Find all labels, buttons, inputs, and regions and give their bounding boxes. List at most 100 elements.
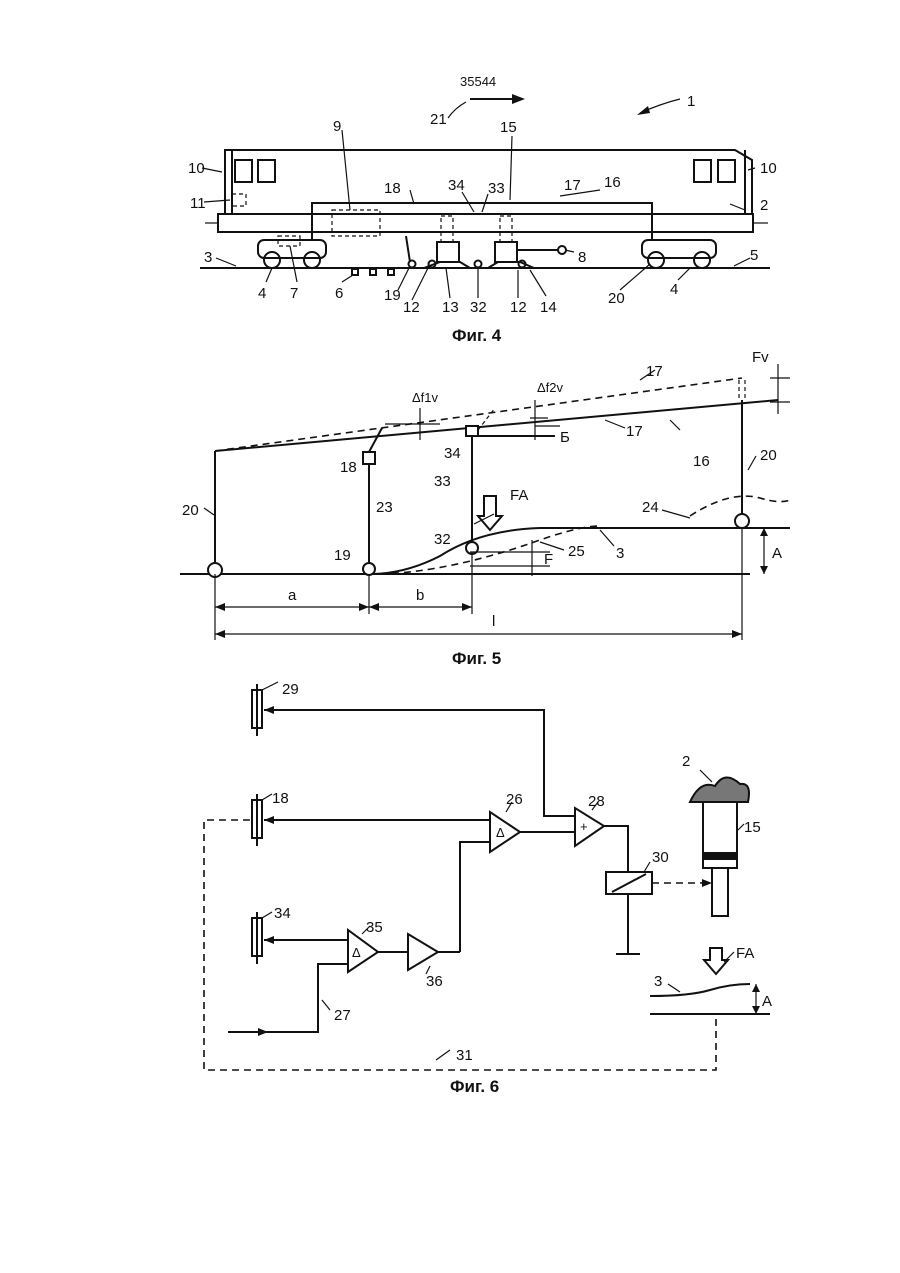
leader-20-right (748, 456, 756, 470)
fig5-label-ell: l (492, 613, 495, 630)
fig6-label-35: 35 (366, 919, 383, 936)
sensor-34 (466, 426, 478, 436)
a-arrow-bottom (752, 1006, 760, 1014)
wheel-left-1 (264, 252, 280, 268)
leader-31 (436, 1050, 450, 1060)
dim-arrow-3 (369, 603, 379, 611)
a-arrow-top (760, 528, 768, 536)
fig4-label-7: 7 (290, 285, 298, 302)
fig5-label-33: 33 (434, 473, 451, 490)
fig5-label-34: 34 (444, 445, 461, 462)
leader-fa (724, 952, 734, 962)
leader-10-left (202, 168, 222, 172)
fig5-label-3: 3 (616, 545, 624, 562)
window-left-1 (235, 160, 252, 182)
fig5-label-df1v: Δf1v (412, 390, 439, 405)
fig5-label-fv: Fv (752, 349, 769, 366)
fig5-caption: Фиг. 5 (452, 649, 501, 668)
comparator-26-symbol: Δ (496, 825, 505, 840)
sleeper-6b (370, 269, 376, 275)
leader-21 (448, 102, 466, 118)
hydraulic-arrow (702, 879, 712, 887)
fig5-label-a-big: A (772, 545, 782, 562)
fig6-control-circuit: 29 18 34 26 28 2 15 30 35 36 27 31 3 FA … (204, 681, 772, 1096)
roller-right (735, 514, 749, 528)
leader-18 (262, 794, 272, 800)
wire-28-to-30 (604, 826, 628, 872)
fig4-label-8: 8 (578, 249, 586, 266)
fig5-label-25: 25 (568, 543, 585, 560)
fig4-caption: Фиг. 4 (452, 326, 502, 345)
bogie-right (642, 240, 716, 258)
wire-27-input (228, 964, 348, 1032)
comparator-26 (490, 812, 520, 852)
dim-arrow-1 (215, 603, 225, 611)
fig5-label-fa: FA (510, 487, 528, 504)
window-left-2 (258, 160, 275, 182)
device-11 (232, 194, 246, 206)
leader-3 (216, 258, 236, 266)
leader-18 (410, 190, 414, 204)
a-arrow-top (752, 984, 760, 992)
fig4-label-4-left: 4 (258, 285, 266, 302)
leader-14 (530, 270, 546, 296)
leader-4-left (266, 268, 272, 282)
fig6-label-a: A (762, 993, 772, 1010)
fig6-label-30: 30 (652, 849, 669, 866)
frame-2 (690, 777, 749, 802)
leader-29 (262, 682, 278, 690)
fig5-label-24: 24 (642, 499, 659, 516)
leader-20-left (204, 508, 214, 515)
fig4-label-9: 9 (333, 118, 341, 135)
fig4-label-10-left: 10 (188, 160, 205, 177)
wire-36-to-26 (460, 842, 490, 952)
fig6-label-28: 28 (588, 793, 605, 810)
fig4-label-6: 6 (335, 285, 343, 302)
wheel-left-2 (304, 252, 320, 268)
cylinder-15 (500, 216, 512, 242)
fig6-label-31: 31 (456, 1047, 473, 1064)
arrow-18 (264, 816, 274, 824)
leader-6 (342, 275, 353, 282)
leader-5 (734, 258, 750, 266)
fig4-label-2: 2 (760, 197, 768, 214)
fig4-label-1: 1 (687, 93, 695, 110)
fig4-label-19: 19 (384, 287, 401, 304)
fig5-label-a-small: a (288, 587, 297, 604)
dim-arrow-2 (359, 603, 369, 611)
piston-rod (712, 868, 728, 916)
fig4-label-5: 5 (750, 247, 758, 264)
fig4-label-18: 18 (384, 180, 401, 197)
wheel-right-1 (648, 252, 664, 268)
fig4-label-12-left: 12 (403, 299, 420, 316)
leader-4-right (678, 268, 690, 280)
fig6-label-18: 18 (272, 790, 289, 807)
leader-16 (670, 420, 680, 430)
chord-17-dashed (215, 378, 742, 451)
fig4-label-34: 34 (448, 177, 465, 194)
leader-15 (510, 136, 512, 200)
fig4-label-21: 21 (430, 111, 447, 128)
chord-17-solid (215, 400, 778, 451)
wire-29-to-28 (264, 710, 575, 816)
fig5-label-17a: 17 (646, 363, 663, 380)
arrow-27 (258, 1028, 268, 1036)
fig6-caption: Фиг. 6 (450, 1077, 499, 1096)
fig4-label-17: 17 (564, 177, 581, 194)
fig4-label-4-right: 4 (670, 281, 678, 298)
fig5-label-f: F (544, 551, 553, 568)
leader-7 (290, 246, 297, 282)
leader-9 (342, 130, 350, 210)
fig5-label-18: 18 (340, 459, 357, 476)
fig5-label-b-small: b (416, 587, 424, 604)
tamping-unit-13 (437, 242, 459, 262)
direction-arrowhead (512, 94, 525, 104)
patent-number: 35544 (460, 74, 496, 89)
wheel-right-2 (694, 252, 710, 268)
track-24-dashed (690, 496, 790, 516)
fig6-label-fa: FA (736, 945, 754, 962)
summer-28-symbol: + (580, 819, 588, 834)
sensor-18 (363, 452, 375, 464)
fig4-label-11: 11 (190, 195, 206, 212)
